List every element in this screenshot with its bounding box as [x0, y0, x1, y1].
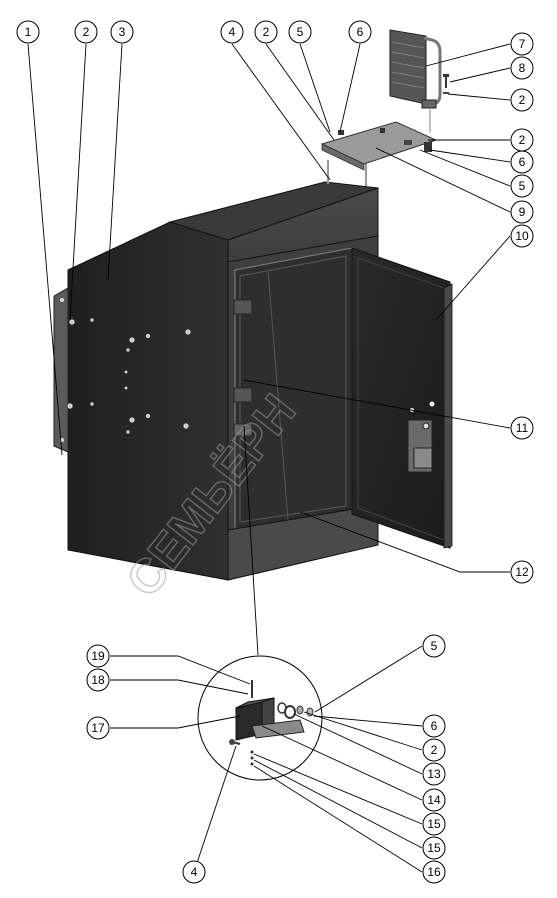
bottom-panel	[227, 504, 379, 581]
callout-label: 17	[91, 721, 105, 735]
callout-balloon: 6	[422, 714, 446, 738]
handle-grille	[389, 29, 442, 132]
callout-label: 5	[519, 179, 526, 193]
callout-label: 2	[519, 93, 526, 107]
callout-label: 6	[357, 25, 364, 39]
callout-balloon: 15	[422, 836, 446, 860]
callout-balloon: 2	[422, 738, 446, 762]
callout-label: 16	[427, 865, 441, 879]
callouts: 1 2 3 4 2 5 6 7 8 2 2 6 5 9 10 11 12 5 1…	[16, 20, 534, 884]
callout-balloon: 18	[86, 668, 110, 692]
callout-balloon: 12	[510, 560, 534, 584]
callout-balloon: 2	[254, 20, 278, 44]
callout-label: 2	[431, 743, 438, 757]
callout-balloon: 5	[510, 174, 534, 198]
callout-balloon: 2	[510, 88, 534, 112]
callout-label: 12	[515, 565, 529, 579]
bracket-plate	[320, 121, 438, 171]
callout-label: 4	[229, 25, 236, 39]
callout-label: 8	[519, 61, 526, 75]
callout-balloon: 6	[348, 20, 372, 44]
callout-label: 2	[519, 133, 526, 147]
callout-balloon: 5	[288, 20, 312, 44]
side-bolts	[66, 317, 192, 435]
callout-balloon: 14	[422, 788, 446, 812]
callout-label: 1	[25, 25, 32, 39]
callout-balloon: 2	[510, 128, 534, 152]
callout-balloon: 5	[422, 634, 446, 658]
callout-label: 14	[427, 793, 441, 807]
callout-balloon: 11	[510, 416, 534, 440]
detail-view	[197, 655, 323, 781]
handle-screw	[443, 74, 449, 94]
callout-balloon: 2	[74, 20, 98, 44]
callout-balloon: 3	[110, 20, 134, 44]
callout-label: 15	[427, 817, 441, 831]
callout-label: 2	[83, 25, 90, 39]
callout-label: 7	[519, 37, 526, 51]
opening-inner-frame	[239, 255, 347, 523]
callout-balloon: 17	[86, 716, 110, 740]
callout-balloon: 4	[182, 860, 206, 884]
callout-balloon: 15	[422, 812, 446, 836]
leader-lines	[27, 43, 511, 873]
cabinet-body	[67, 181, 379, 581]
callout-label: 9	[519, 205, 526, 219]
callout-label: 10	[515, 229, 529, 243]
mounting-plate	[53, 287, 69, 453]
callout-balloon: 10	[510, 224, 534, 248]
hinge-block-upper	[233, 299, 253, 315]
callout-label: 5	[297, 25, 304, 39]
hinge-block-lower	[233, 387, 253, 403]
callout-label: 18	[91, 673, 105, 687]
cabinet-door	[351, 247, 453, 549]
callout-label: 5	[431, 639, 438, 653]
callout-balloon: 8	[510, 56, 534, 80]
callout-label: 11	[516, 421, 529, 435]
callout-label: 4	[191, 865, 198, 879]
callout-balloon: 16	[422, 860, 446, 884]
callout-label: 6	[431, 719, 438, 733]
callout-label: 19	[91, 649, 105, 663]
callout-label: 3	[119, 25, 126, 39]
callout-label: 15	[427, 841, 441, 855]
callout-label: 6	[519, 155, 526, 169]
callout-balloon: 13	[422, 762, 446, 786]
callout-label: 13	[427, 767, 441, 781]
callout-balloon: 6	[510, 150, 534, 174]
callout-balloon: 9	[510, 200, 534, 224]
rear-edge	[267, 269, 289, 521]
callout-balloon: 1	[16, 20, 40, 44]
callout-label: 2	[263, 25, 270, 39]
callout-balloon: 7	[510, 32, 534, 56]
hinge-block-bottom	[233, 423, 253, 437]
callout-balloon: 19	[86, 644, 110, 668]
callout-balloon: 4	[220, 20, 244, 44]
